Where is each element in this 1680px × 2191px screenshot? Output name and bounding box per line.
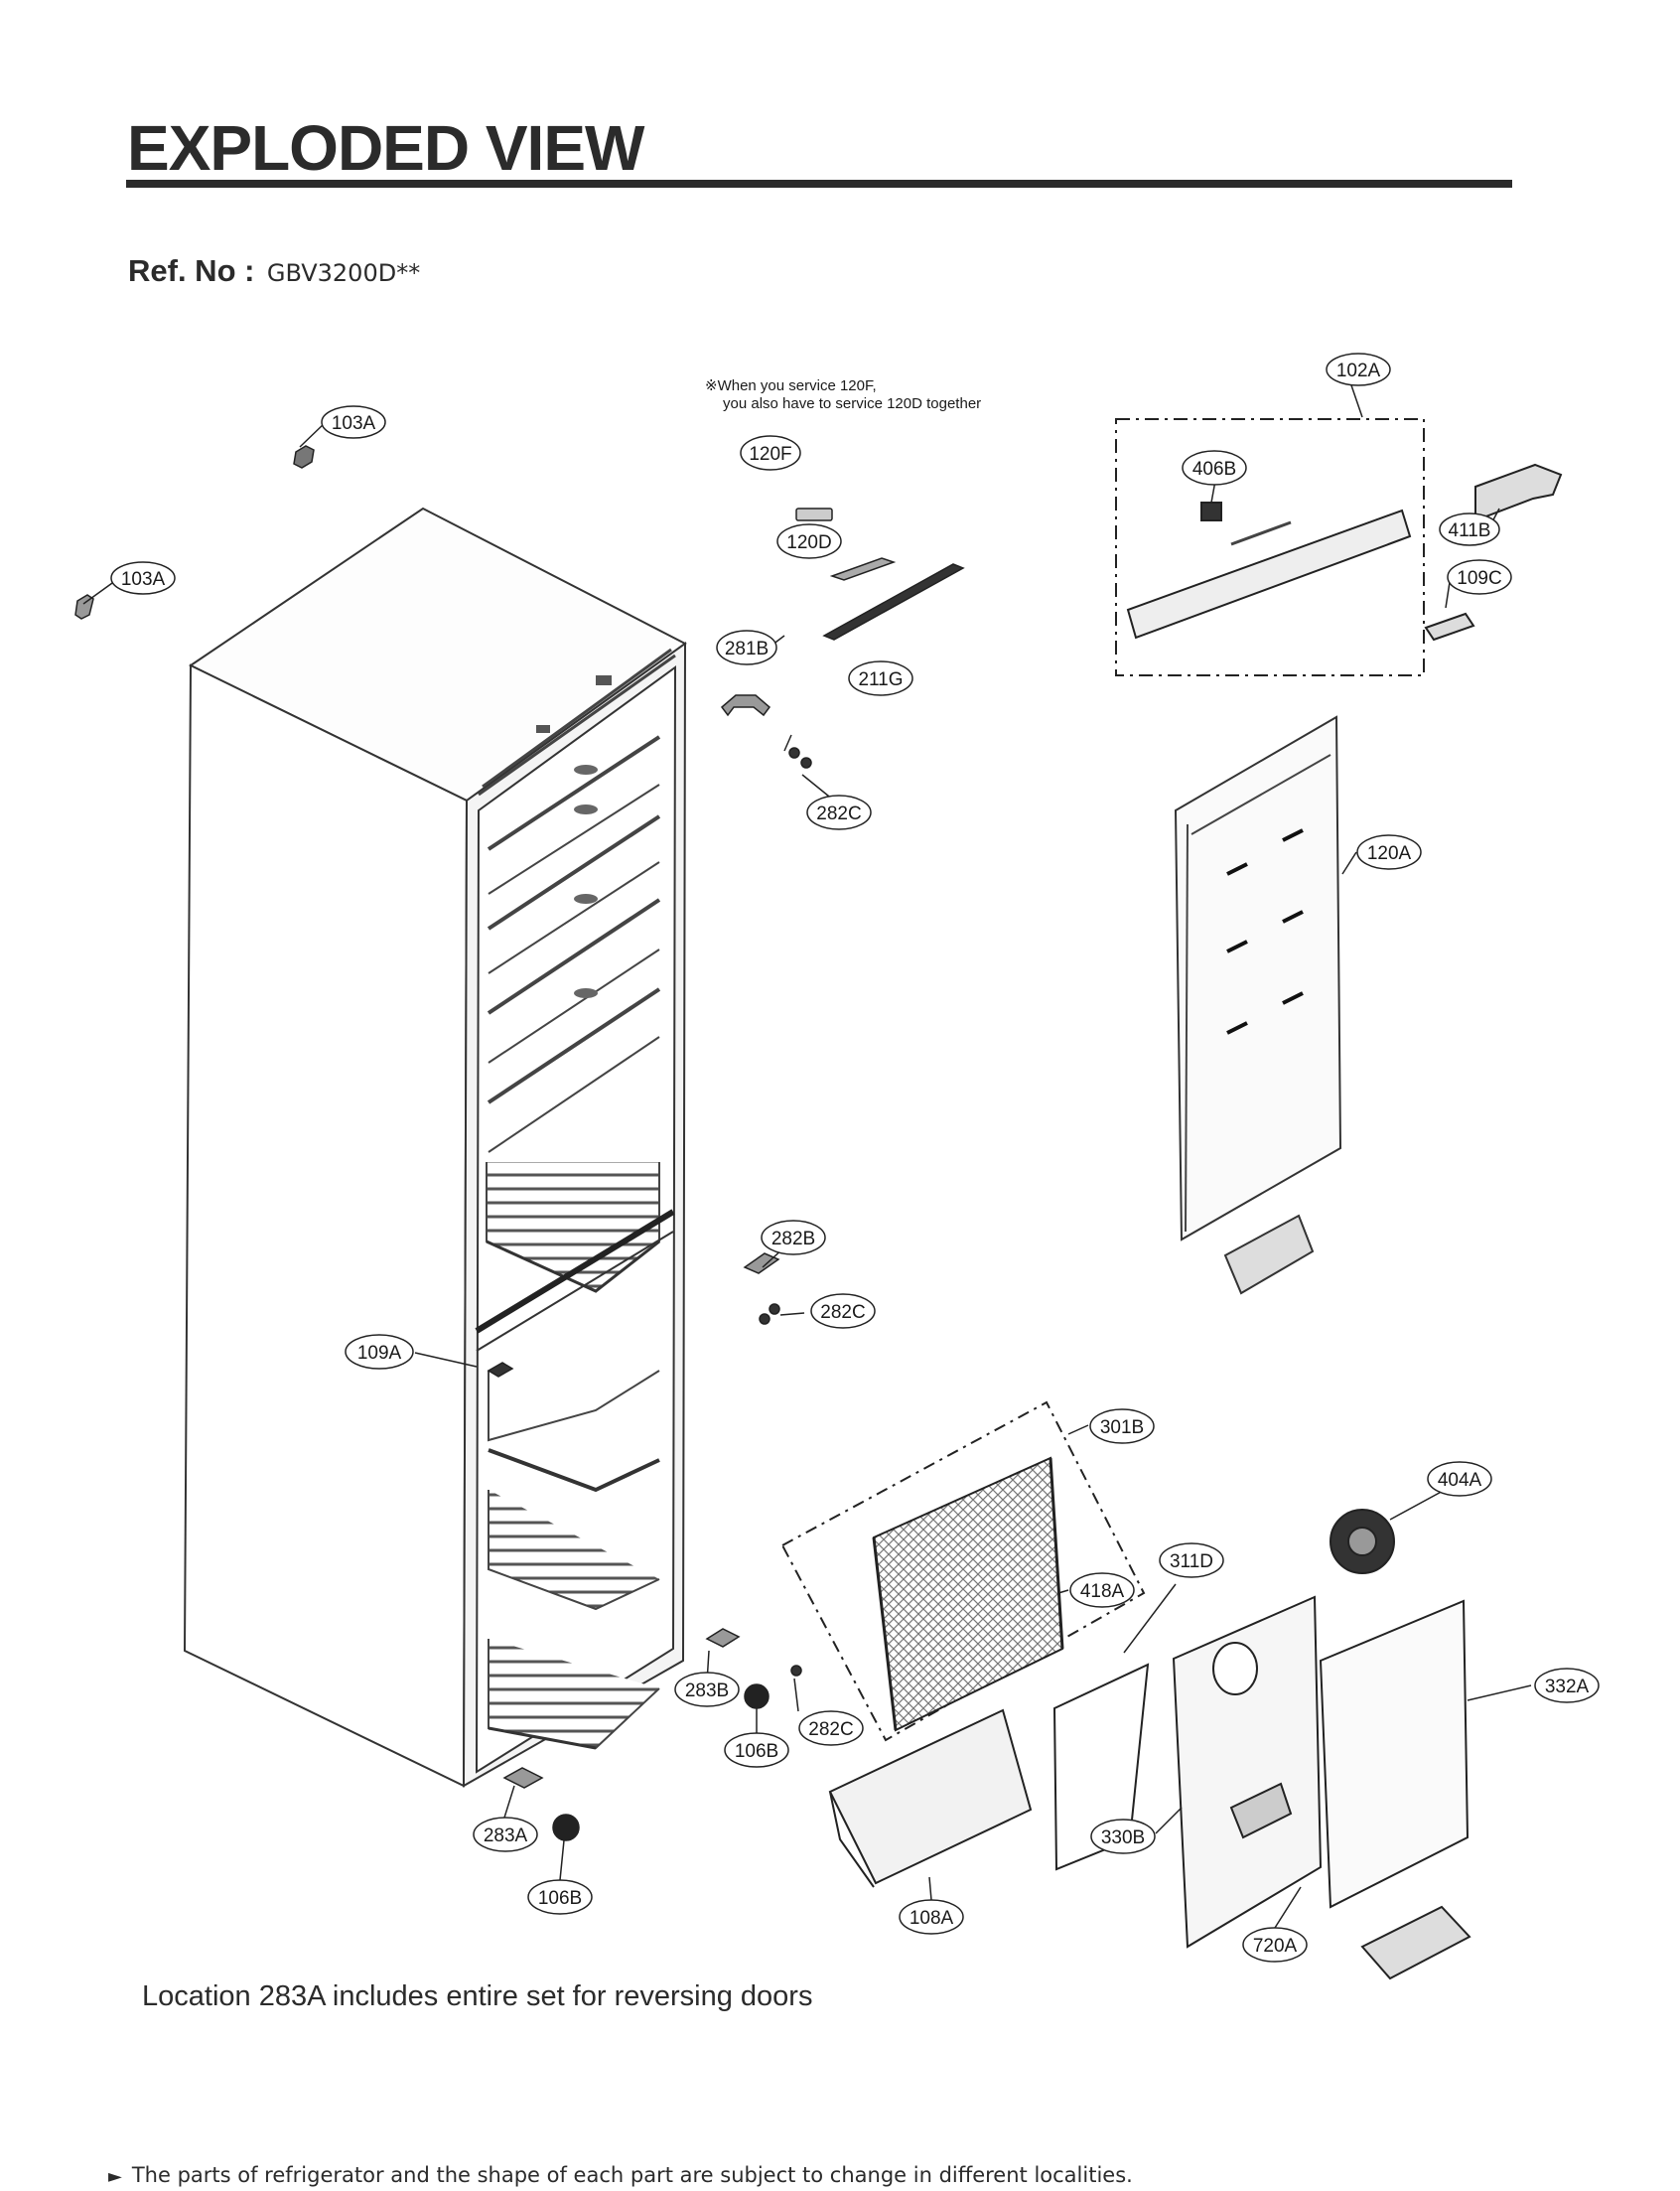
refrigerator-cabinet — [183, 507, 687, 1788]
callout-720A: 720A — [1242, 1927, 1308, 1963]
ref-number-value: GBV3200D** — [266, 259, 421, 287]
svg-text:282C: 282C — [820, 1302, 865, 1323]
callout-120F: 120F — [740, 435, 801, 471]
callout-102A: 102A — [1326, 353, 1391, 386]
callout-120D: 120D — [776, 523, 842, 559]
callout-311D: 311D — [1159, 1542, 1224, 1578]
callout-211G: 211G — [848, 660, 913, 696]
svg-text:109A: 109A — [357, 1343, 402, 1364]
svg-text:103A: 103A — [332, 413, 376, 434]
svg-text:211G: 211G — [858, 669, 903, 690]
title-underline — [126, 180, 1512, 188]
svg-text:411B: 411B — [1449, 520, 1491, 541]
svg-text:406B: 406B — [1192, 459, 1236, 480]
svg-text:282B: 282B — [771, 1229, 815, 1249]
svg-text:120D: 120D — [786, 532, 831, 553]
callout-282B: 282B — [761, 1220, 826, 1255]
svg-text:281B: 281B — [725, 639, 769, 659]
fan-and-covers — [1052, 1509, 1471, 1980]
callout-109A: 109A — [345, 1334, 414, 1370]
callout-103A-left: 103A — [110, 561, 176, 595]
small-parts — [74, 445, 965, 1841]
svg-text:108A: 108A — [910, 1908, 954, 1929]
svg-text:282C: 282C — [808, 1719, 853, 1740]
control-panel-group — [1115, 418, 1425, 676]
svg-text:109C: 109C — [1457, 568, 1501, 589]
svg-text:103A: 103A — [121, 569, 166, 590]
svg-text:332A: 332A — [1545, 1677, 1590, 1697]
svg-text:106B: 106B — [735, 1741, 778, 1762]
callout-418A: 418A — [1069, 1572, 1135, 1608]
svg-text:283A: 283A — [484, 1826, 528, 1846]
callout-282C-top: 282C — [806, 795, 872, 830]
callout-281B: 281B — [716, 630, 777, 665]
svg-text:418A: 418A — [1080, 1581, 1125, 1602]
svg-text:301B: 301B — [1100, 1417, 1144, 1438]
svg-text:282C: 282C — [816, 803, 861, 824]
callout-301B: 301B — [1089, 1408, 1155, 1444]
ref-number-label: Ref. No : — [128, 253, 255, 288]
callout-332A: 332A — [1534, 1668, 1600, 1703]
callout-283B: 283B — [674, 1672, 740, 1707]
svg-text:404A: 404A — [1438, 1470, 1482, 1491]
callout-330B: 330B — [1090, 1819, 1156, 1854]
condenser-assembly — [780, 1400, 1146, 1742]
callout-406B: 406B — [1182, 450, 1247, 486]
callout-109C: 109C — [1447, 559, 1512, 595]
callout-108A: 108A — [899, 1899, 964, 1935]
footer-note: ► The parts of refrigerator and the shape… — [108, 2163, 1133, 2187]
service-note-line1: ※When you service 120F, — [705, 377, 877, 394]
callout-103A-top: 103A — [321, 405, 386, 439]
location-note: Location 283A includes entire set for re… — [142, 1980, 813, 2012]
callout-282C-low: 282C — [798, 1710, 864, 1746]
callout-411B: 411B — [1439, 512, 1500, 546]
service-note: ※When you service 120F, you also have to… — [705, 377, 981, 413]
footer-note-text: The parts of refrigerator and the shape … — [131, 2163, 1133, 2187]
callout-106B-mid: 106B — [724, 1732, 789, 1768]
drain-tray — [828, 1708, 1033, 1888]
svg-text:120F: 120F — [749, 444, 791, 465]
bullet-arrow-icon: ► — [108, 2166, 122, 2187]
svg-text:330B: 330B — [1101, 1827, 1145, 1848]
svg-text:720A: 720A — [1253, 1936, 1298, 1957]
callout-283A: 283A — [473, 1817, 538, 1852]
page-title: EXPLODED VIEW — [127, 112, 644, 184]
ref-number-row: Ref. No : GBV3200D** — [128, 253, 420, 289]
callout-120A: 120A — [1356, 834, 1422, 870]
svg-text:106B: 106B — [538, 1888, 582, 1909]
svg-text:120A: 120A — [1367, 843, 1412, 864]
parts-411B-109C — [1424, 463, 1563, 642]
back-panel — [1174, 715, 1342, 1295]
callout-282C-mid: 282C — [810, 1293, 876, 1329]
svg-text:102A: 102A — [1336, 361, 1381, 381]
callout-404A: 404A — [1427, 1461, 1492, 1497]
callout-106B-low: 106B — [527, 1879, 593, 1915]
service-note-line2: you also have to service 120D together — [723, 395, 982, 412]
svg-text:311D: 311D — [1170, 1551, 1213, 1572]
svg-text:283B: 283B — [685, 1680, 729, 1701]
